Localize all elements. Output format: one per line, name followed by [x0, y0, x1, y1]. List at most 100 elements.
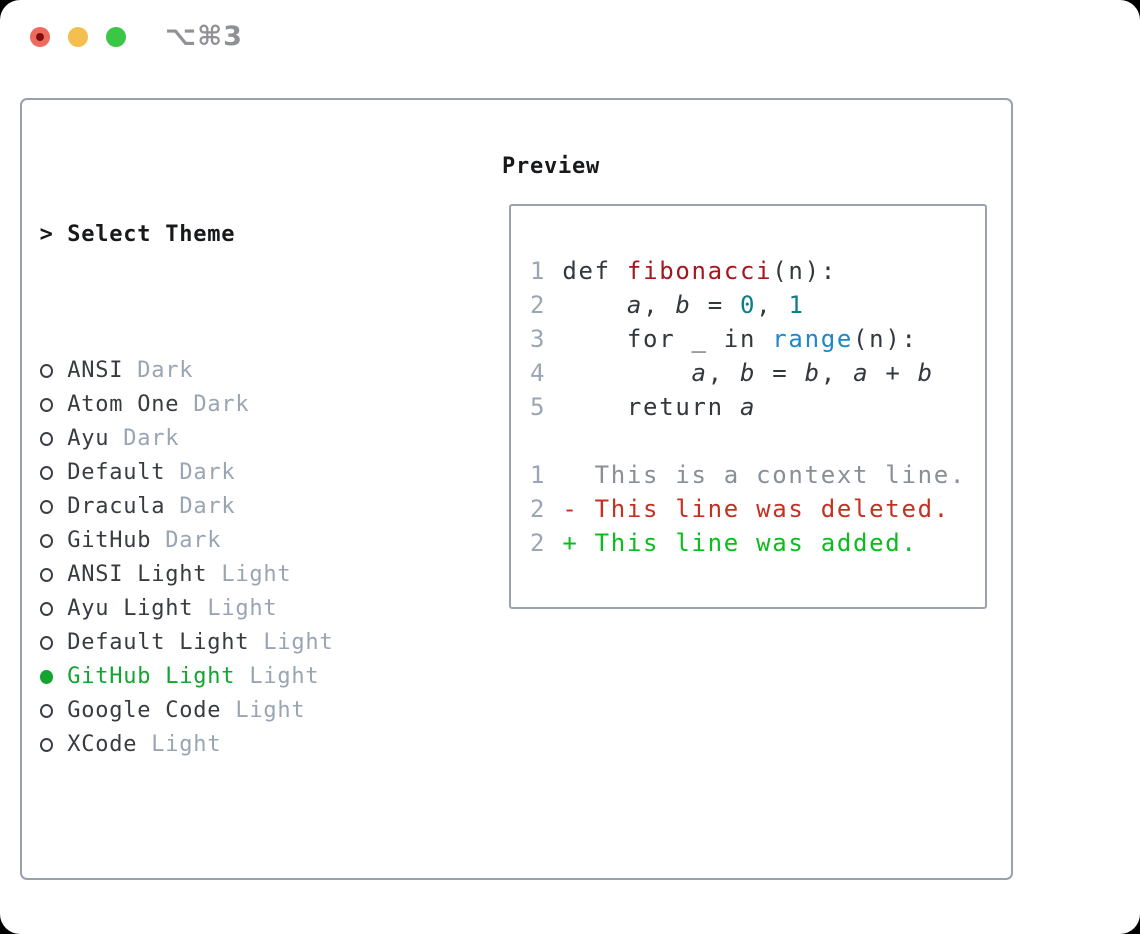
radio-icon: [40, 490, 54, 524]
line-number: 3: [530, 325, 563, 353]
theme-list: > Select Theme ANSI Dark Atom One Dark A…: [40, 150, 432, 934]
select-theme-header-row: > Select Theme: [40, 218, 432, 252]
theme-option[interactable]: Default Dark: [40, 456, 432, 490]
code-line: [530, 424, 985, 458]
theme-variant-label: Dark: [137, 358, 194, 383]
line-number: [530, 427, 562, 455]
code-token: (n):: [772, 257, 837, 285]
radio-icon: [40, 626, 54, 660]
code-line: 2 + This line was added.: [530, 526, 985, 560]
option-label: Default: [67, 460, 166, 485]
code-token: a: [853, 359, 870, 387]
radio-icon: [40, 728, 54, 762]
line-number: 5: [530, 393, 563, 421]
close-button-icon[interactable]: [30, 27, 50, 47]
theme-variant-label: Light: [207, 596, 278, 621]
code-line: 1 This is a context line.: [530, 458, 985, 492]
theme-option[interactable]: XCode Light: [40, 728, 432, 762]
code-token: fibonacci: [626, 257, 773, 285]
theme-variant-label: Light: [235, 698, 306, 723]
line-number: 2: [530, 529, 563, 557]
theme-option[interactable]: Default Light Light: [40, 626, 432, 660]
theme-option[interactable]: Ayu Light Light: [40, 592, 432, 626]
code-token: + This line was added.: [562, 529, 918, 557]
code-token: b: [739, 359, 757, 387]
code-token: b: [675, 291, 692, 319]
code-token: [562, 359, 691, 387]
minimize-button-icon[interactable]: [68, 27, 88, 47]
code-token: (n):: [853, 325, 918, 353]
option-label: Google Code: [67, 698, 222, 723]
option-label: GitHub: [67, 528, 152, 553]
radio-icon: [40, 592, 54, 626]
code-line: 3 for _ in range(n):: [530, 322, 985, 356]
select-theme-header: Select Theme: [67, 222, 236, 247]
line-number: 2: [530, 291, 563, 319]
code-token: =: [691, 291, 740, 319]
preview-header: Preview: [502, 154, 601, 179]
code-line: 2 a, b = 0, 1: [530, 288, 985, 322]
theme-option[interactable]: ANSI Dark: [40, 354, 432, 388]
theme-variant-label: Dark: [193, 392, 250, 417]
theme-variant-label: Light: [151, 732, 222, 757]
line-number: 4: [530, 359, 563, 387]
code-token: 1: [788, 291, 805, 319]
code-token: [562, 291, 627, 319]
theme-option[interactable]: Atom One Dark: [40, 388, 432, 422]
code-token: ,: [820, 359, 854, 387]
code-line: 5 return a: [530, 390, 985, 424]
line-number: 1: [530, 257, 563, 285]
maximize-button-icon[interactable]: [106, 27, 126, 47]
theme-option[interactable]: Ayu Dark: [40, 422, 432, 456]
window-title-shortcut: ⌥⌘3: [165, 21, 243, 52]
theme-variant-label: Dark: [179, 460, 236, 485]
option-label: Ayu: [67, 426, 110, 451]
radio-icon: [40, 388, 54, 422]
radio-icon: [40, 456, 54, 490]
theme-variant-label: Dark: [165, 528, 222, 553]
theme-option[interactable]: ANSI Light Light: [40, 558, 432, 592]
code-line: 4 a, b = b, a + b: [530, 356, 985, 390]
theme-option[interactable]: Dracula Dark: [40, 490, 432, 524]
code-token: 0: [740, 291, 757, 319]
radio-icon: [40, 558, 54, 592]
option-label: XCode: [67, 732, 138, 757]
theme-option[interactable]: GitHub Dark: [40, 524, 432, 558]
theme-variant-label: Light: [263, 630, 334, 655]
code-token: ,: [643, 291, 676, 319]
code-token: return: [562, 393, 740, 421]
code-token: range: [772, 325, 854, 353]
titlebar: ⌥⌘3: [0, 0, 1140, 74]
code-line: 1 def fibonacci(n):: [530, 254, 985, 288]
option-label: Dracula: [67, 494, 166, 519]
option-label: ANSI Light: [67, 562, 208, 587]
code-token: ,: [707, 359, 740, 387]
prompt-icon: >: [39, 222, 54, 247]
theme-variant-label: Light: [249, 664, 320, 689]
code-token: a: [691, 359, 708, 387]
option-label: GitHub Light: [67, 664, 236, 689]
code-token: def: [562, 257, 627, 285]
line-number: 2: [530, 495, 563, 523]
code-token: b: [804, 359, 821, 387]
line-number: 1: [530, 461, 563, 489]
code-token: a: [626, 291, 644, 319]
code-token: ,: [756, 291, 789, 319]
theme-variant-label: Dark: [123, 426, 180, 451]
theme-selector-panel: > Select Theme ANSI Dark Atom One Dark A…: [20, 98, 1013, 880]
theme-rows: ANSI Dark Atom One Dark Ayu Dark Default…: [40, 354, 432, 762]
code-token: b: [917, 359, 934, 387]
code-line: 2 - This line was deleted.: [530, 492, 985, 526]
theme-option[interactable]: Google Code Light: [40, 694, 432, 728]
spacer: [40, 830, 432, 864]
code-token: - This line was deleted.: [562, 495, 950, 523]
code-token: a: [739, 393, 757, 421]
radio-icon: [40, 524, 54, 558]
theme-option[interactable]: GitHub Light Light: [40, 660, 432, 694]
option-label: ANSI: [67, 358, 124, 383]
theme-variant-label: Dark: [179, 494, 236, 519]
radio-icon: [40, 354, 54, 388]
radio-selected-icon: [40, 660, 54, 694]
